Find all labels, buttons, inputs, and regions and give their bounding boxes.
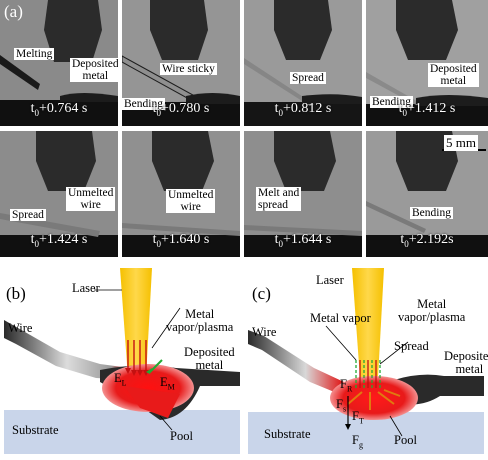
fg-label: Fg [352,433,363,450]
frame-6-time: t0+1.640 s [152,232,210,249]
frame-7: Melt and spread t0+1.644 s [244,131,362,257]
frame-5: Unmelted wire Spread t0+1.424 s [0,131,118,257]
deposited-label: Deposited metal [184,345,235,372]
frame-4: Deposited metal Bending t0+1.412 s [366,0,488,126]
scale-bar-label: 5 mm [444,135,478,151]
frame-2-label-2: Bending [122,98,165,110]
metal-vapor-label-c: Metal vapor [310,311,371,325]
fs-label: Fs [336,397,347,414]
frame-8-label-1: Bending [410,207,453,219]
pool-label-c: Pool [394,433,417,447]
substrate [4,410,240,454]
spread-label-c: Spread [394,339,429,353]
frame-8-image [366,131,488,257]
frame-7-image [244,131,362,257]
frame-2: Wire sticky Bending t0+0.780 s [122,0,240,126]
frame-1-label-1: Melting [14,48,55,60]
substrate-label: Substrate [12,423,59,437]
panel-c-diagram [248,268,484,454]
frame-5-label-1: Unmelted wire [66,187,116,211]
fr-label: FR [340,377,353,394]
frame-4-label-1: Deposited metal [428,63,479,87]
panel-c-tag: (c) [252,284,271,303]
frame-1-time: t0+0.764 s [30,101,88,118]
frame-4-label-2: Bending [370,96,413,108]
frame-8-time: t0+2.192s [400,232,454,249]
frame-3-time: t0+0.812 s [274,101,332,118]
frame-3-label-1: Spread [290,72,326,84]
em-label: EM [160,375,175,392]
pool-label: Pool [170,429,193,443]
frame-4-time: t0+1.412 s [398,101,456,118]
panel-b-tag: (b) [6,284,26,303]
frame-1-label-2: Deposited metal [70,58,118,82]
frame-5-label-2: Spread [10,209,46,221]
laser-beam [120,268,152,378]
laser-beam-c [352,268,384,378]
panel-c: (c) Laser Wire Metal vapor Metal vapor/p… [244,268,488,458]
laser-label: Laser [72,281,100,295]
panel-b: (b) Laser Wire Metal vapor/plasma Deposi… [0,268,244,458]
frame-7-time: t0+1.644 s [274,232,332,249]
vapor-label-c: Metal vapor/plasma [398,297,466,324]
el-label: EL [114,371,127,388]
deposited-label-c: Deposited metal [444,349,488,376]
frame-5-time: t0+1.424 s [30,232,88,249]
vapor-label: Metal vapor/plasma [166,307,234,334]
laser-arrows-c [359,360,377,388]
frame-4-image [366,0,488,126]
spread-arrows-c [347,389,401,410]
frame-6: Unmelted wire t0+1.640 s [122,131,240,257]
frame-1: Melting Deposited metal t0+0.764 s [0,0,118,126]
laser-energy-arrows [127,340,147,372]
vapor-energy-arrow [149,359,163,373]
frame-2-label-1: Wire sticky [160,63,217,75]
panel-b-diagram [4,268,240,454]
wire-label: Wire [8,321,33,335]
frame-8: 5 mm Bending t0+2.192s [366,131,488,257]
frame-6-image [122,131,240,257]
frame-7-label-1: Melt and spread [256,187,302,211]
frame-6-label-1: Unmelted wire [166,189,216,213]
frame-3: Spread t0+0.812 s [244,0,362,126]
wire-c [248,330,344,396]
laser-label-c: Laser [316,273,344,287]
melt-pool-c [330,376,418,420]
frame-3-image [244,0,362,126]
substrate-label-c: Substrate [264,427,311,441]
ft-label: FT [352,409,364,426]
wire-label-c: Wire [252,325,277,339]
frame-2-time: t0+0.780 s [152,101,210,118]
wire [4,320,130,380]
panel-a-tag: (a) [4,2,23,21]
